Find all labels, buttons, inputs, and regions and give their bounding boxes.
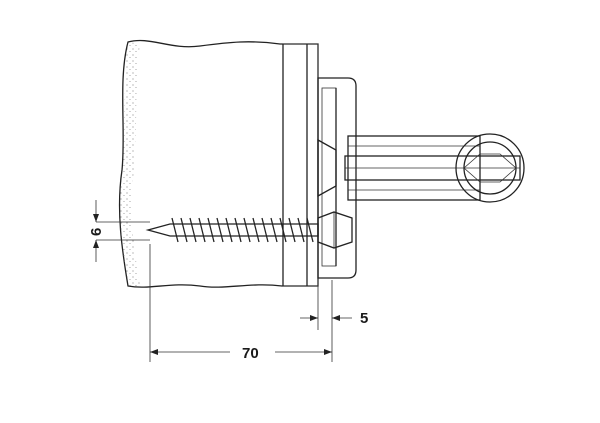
dimension-depth: 70 [149,244,333,362]
thread-segment [189,217,197,243]
dimension-offset: 5 [300,280,368,330]
thread-segment [180,217,188,243]
thread-segment [306,217,314,243]
thread-segment [288,217,296,243]
thread-segment [234,217,242,243]
screw-threads [171,217,314,243]
countersink-bolt [317,138,337,198]
thread-segment [279,217,287,243]
depth-label: 70 [242,345,259,362]
thread-segment [171,217,179,243]
thread-segment [225,217,233,243]
thread-segment [297,217,305,243]
thread-segment [270,217,278,243]
thread-segment [252,217,260,243]
thread-segment [198,217,206,243]
dimension-diameter: 6 [88,200,150,262]
wooden-board [118,39,319,288]
offset-label: 5 [360,310,368,327]
rail-tube [344,133,525,203]
thread-segment [216,217,224,243]
thread-segment [261,217,269,243]
veneer-layer [282,43,308,287]
wood-screw [145,211,353,249]
diameter-label: 6 [88,228,105,236]
thread-segment [243,217,251,243]
edge-layer [306,43,319,287]
thread-segment [207,217,215,243]
mounting-flange [317,77,357,279]
